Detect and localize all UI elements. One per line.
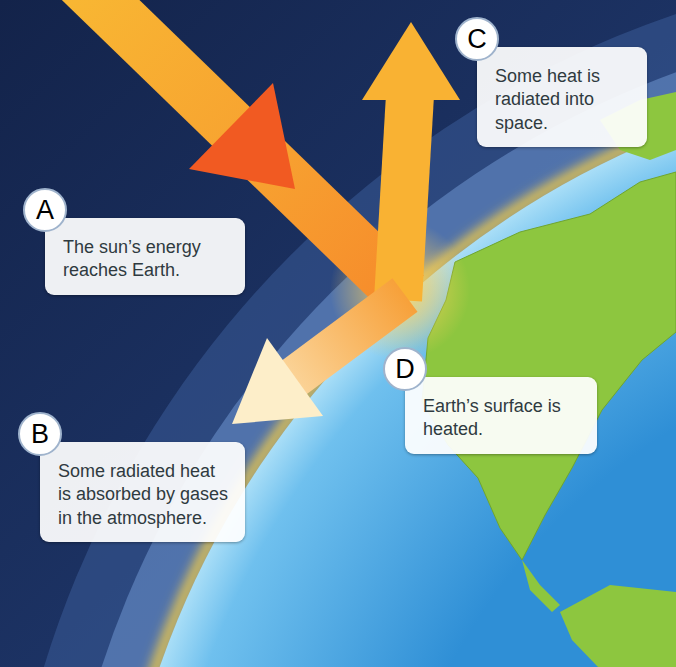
radiated-to-space-arrow: [398, 95, 410, 300]
south-america: [560, 585, 676, 667]
callout-text: The sun’s energy reaches Earth.: [63, 236, 231, 283]
callout-letter: C: [455, 17, 499, 61]
earth-ocean: [110, 70, 676, 667]
callout-letter: D: [383, 347, 427, 391]
callout-box: BSome radiated heat is absorbed by gases…: [40, 442, 245, 542]
atmosphere-glow: [107, 67, 676, 667]
callout-box: CSome heat is radiated into space.: [477, 47, 647, 147]
absorbed-arrowhead: [232, 338, 323, 424]
inner-atmosphere: [55, 15, 676, 667]
callout-letter: B: [18, 412, 62, 456]
incoming-arrowhead: [189, 83, 295, 189]
callout-text: Some heat is radiated into space.: [495, 65, 633, 135]
central-america: [522, 560, 560, 612]
space-arrowhead: [362, 22, 460, 100]
callout-box: DEarth’s surface is heated.: [405, 377, 597, 454]
callout-text: Earth’s surface is heated.: [423, 395, 583, 442]
callout-text: Some radiated heat is absorbed by gases …: [58, 460, 231, 530]
callout-letter: A: [23, 188, 67, 232]
north-america: [422, 172, 676, 560]
callout-box: AThe sun’s energy reaches Earth.: [45, 218, 245, 295]
